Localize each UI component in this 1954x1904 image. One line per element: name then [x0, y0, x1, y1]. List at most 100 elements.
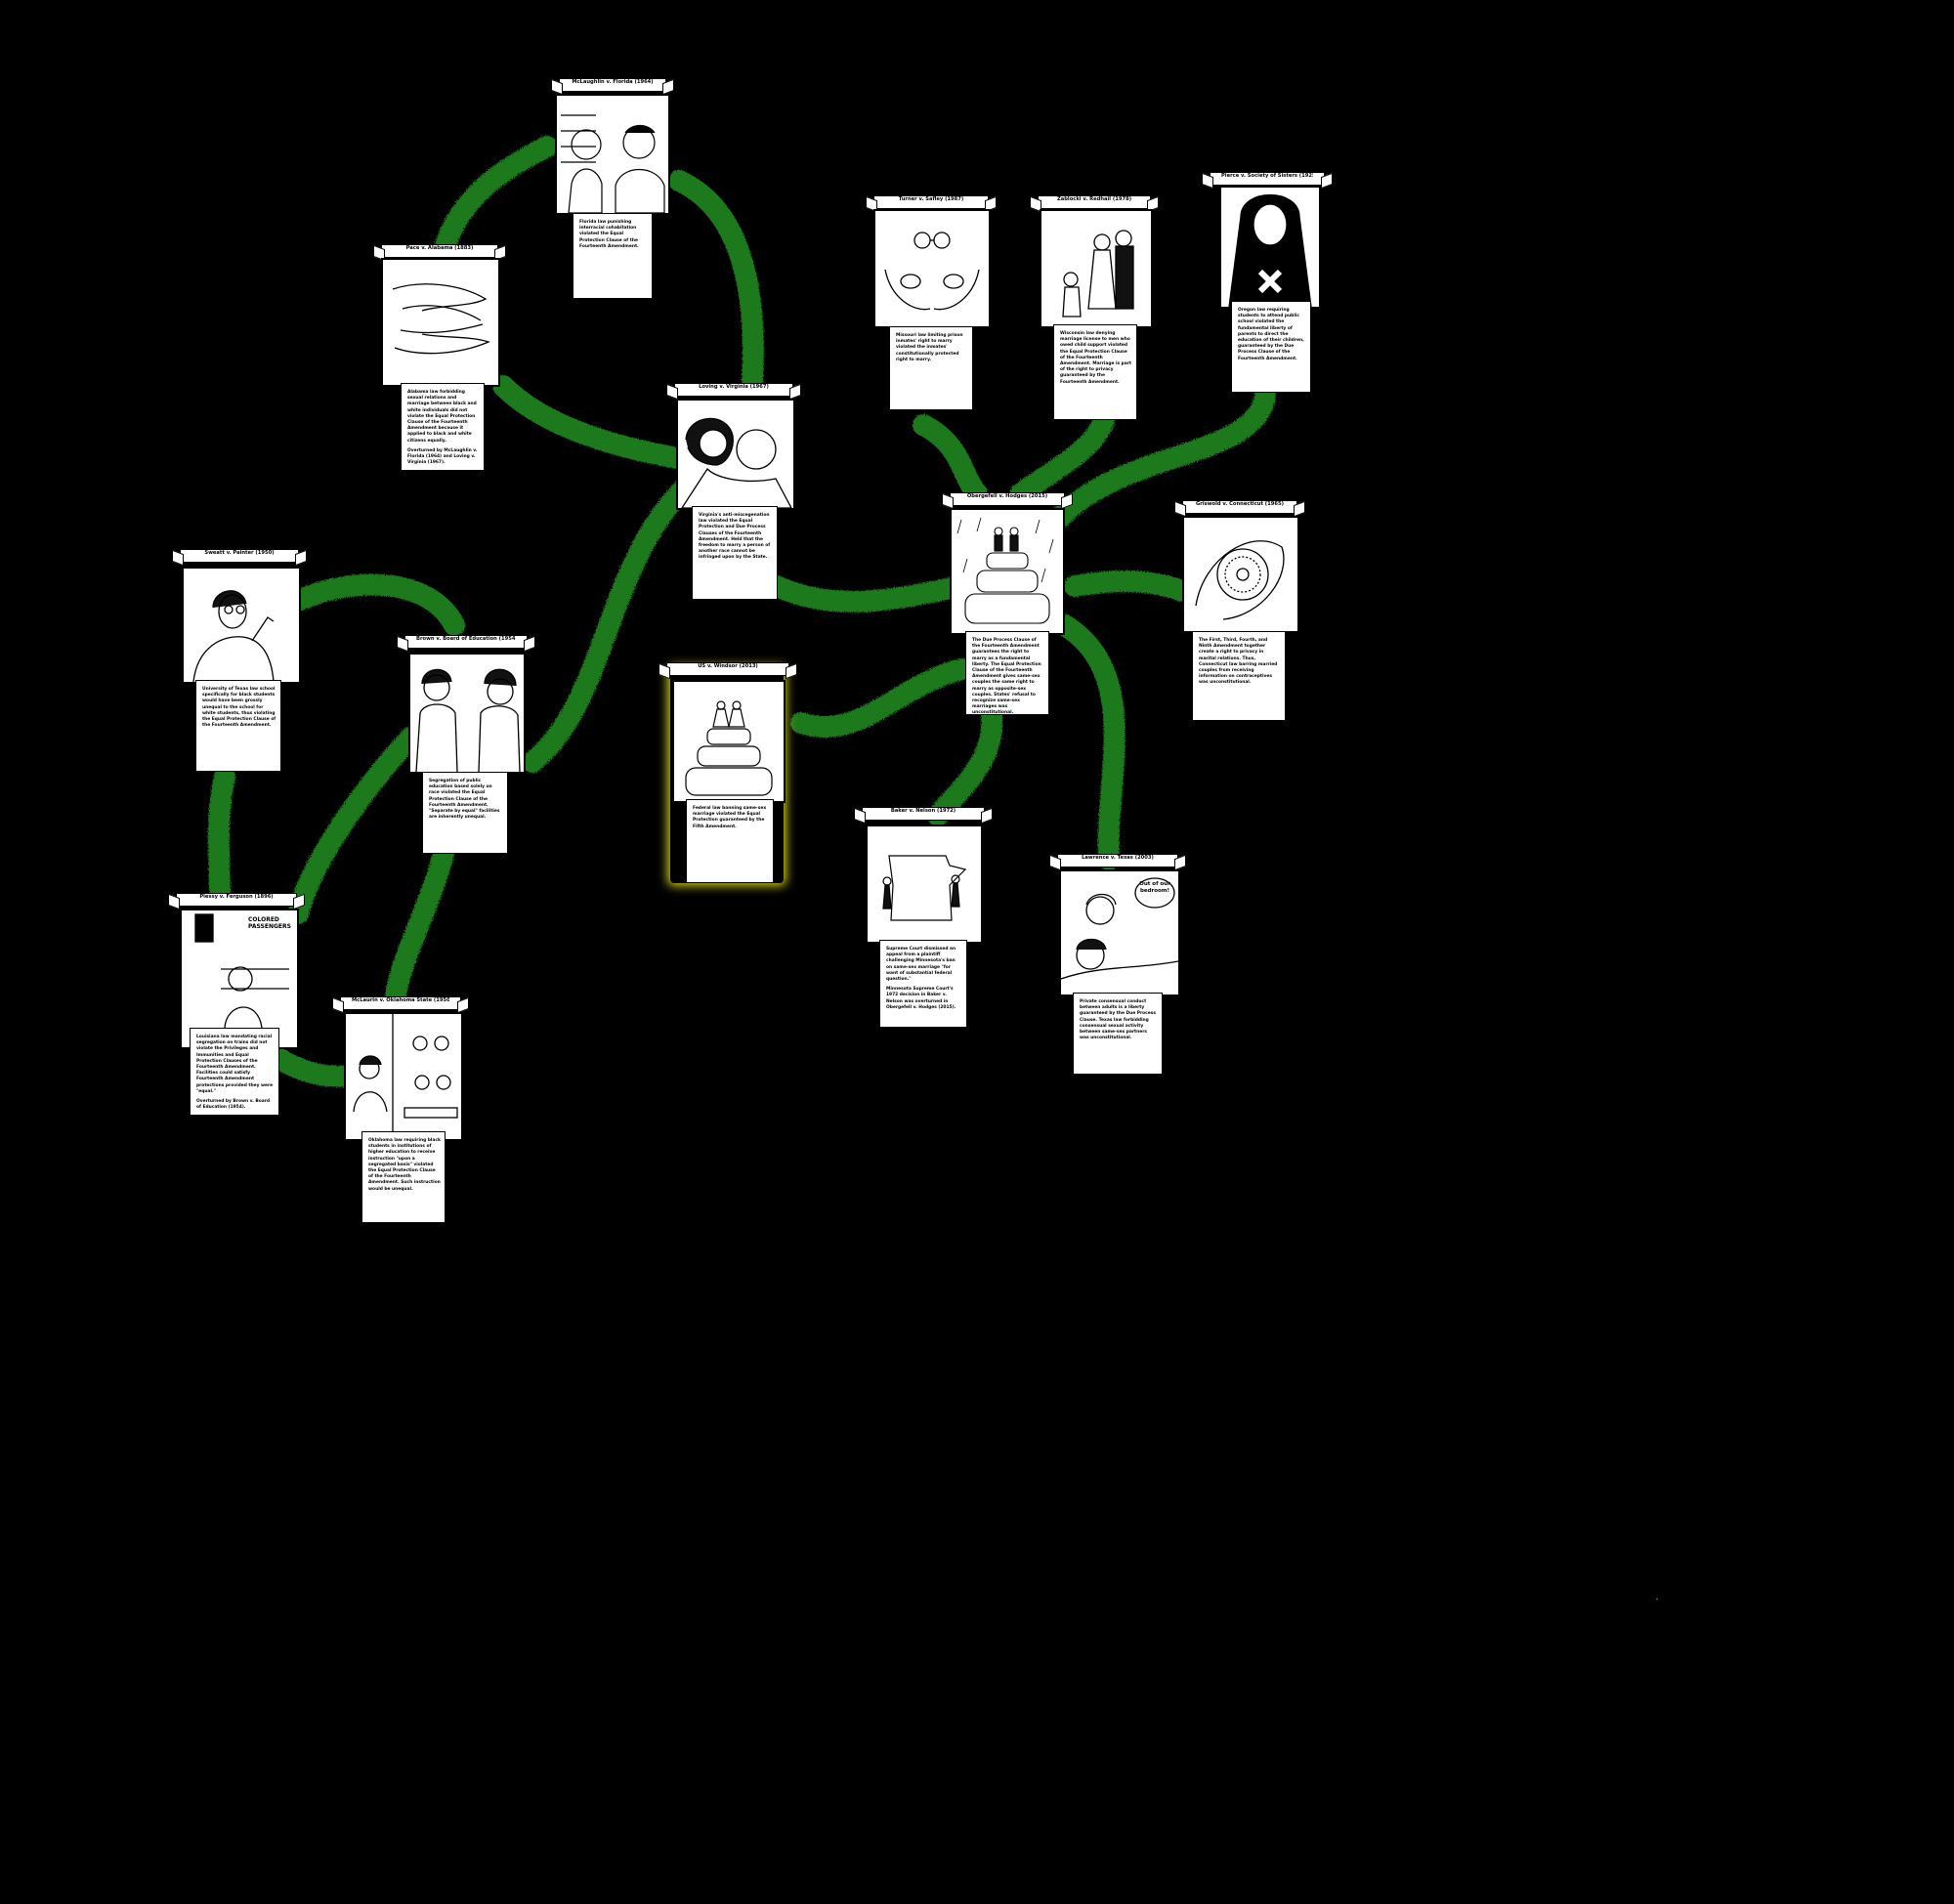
card-turner[interactable]: Turner v. Safley (1987) Missouri law lim…	[871, 191, 991, 414]
vine-mclaughlin-loving	[668, 170, 764, 392]
caption-line: Missouri law limiting prison inmates' ri…	[896, 333, 963, 362]
card-mclaurin[interactable]: McLaurin v. Oklahoma State (1950) Oklaho…	[338, 993, 463, 1223]
vine-griswold-obergefell	[1064, 571, 1193, 602]
card-loving[interactable]: Loving v. Virginia (1967) Virginia's ant…	[672, 379, 795, 602]
card-caption: Federal law banning same-sex marriage vi…	[686, 799, 774, 883]
card-caption: Private consensual conduct between adult…	[1073, 993, 1163, 1075]
card-pace[interactable]: Pace v. Alabama (1883) Alabama law forbi…	[379, 240, 500, 471]
card-banner: McLaughlin v. Florida (1964)	[559, 74, 666, 96]
caption-line: Wisconsin law denying marriage license t…	[1060, 331, 1131, 385]
card-banner: McLaurin v. Oklahoma State (1950)	[340, 993, 461, 1014]
vine-sweatt-brown	[287, 573, 465, 636]
card-banner: Loving v. Virginia (1967)	[674, 379, 793, 401]
vine-brown-plessy	[287, 727, 421, 924]
caption-line: Segregation of public education based so…	[429, 779, 500, 821]
caption-line: Federal law banning same-sex marriage vi…	[693, 806, 767, 829]
card-title: Loving v. Virginia (1967)	[699, 384, 769, 390]
vine-obergefell-lawrence	[1054, 614, 1126, 870]
speech-bubble-text: Out of our bedroom!	[1139, 881, 1170, 894]
nun-illustration	[1219, 186, 1321, 309]
vine-sweatt-plessy	[207, 766, 235, 905]
card-caption: Oregon law requiring students to attend …	[1231, 301, 1311, 393]
card-banner: Turner v. Safley (1987)	[873, 191, 989, 213]
wedding-couple-child-illustration	[1040, 209, 1153, 328]
vine-pierce-obergefell	[1049, 385, 1276, 529]
card-title: Griswold v. Connecticut (1965)	[1196, 501, 1284, 507]
caption-line: University of Texas law school specifica…	[202, 687, 276, 729]
card-banner: US v. Windsor (2013)	[666, 658, 789, 680]
minnesota-map-illustration	[866, 825, 983, 944]
caption-line: The First, Third, Fourth, and Ninth Amen…	[1199, 638, 1278, 686]
card-title: Pace v. Alabama (1883)	[405, 245, 474, 251]
caption-line: Alabama law forbidding sexual relations …	[407, 390, 477, 444]
caption-line: The Due Process Clause of the Fourteenth…	[972, 638, 1041, 716]
caption-line: Oregon law requiring students to attend …	[1238, 308, 1304, 361]
couple-in-bed-illustration: Out of our bedroom!	[1059, 869, 1180, 996]
card-caption: Wisconsin law denying marriage license t…	[1053, 324, 1137, 420]
card-caption: University of Texas law school specifica…	[195, 680, 281, 772]
mugshot-illustration	[555, 94, 670, 215]
card-title: McLaughlin v. Florida (1964)	[572, 79, 654, 85]
card-title: McLaurin v. Oklahoma State (1950)	[352, 997, 449, 1003]
caption-line: Virginia's anti-miscegenation law violat…	[699, 513, 771, 561]
card-title: Lawrence v. Texas (2003)	[1082, 855, 1154, 861]
handcuffed-hands-illustration	[873, 209, 991, 328]
clasped-hands-illustration	[381, 258, 500, 387]
vine-brown-mclaurin	[385, 839, 455, 1007]
wedding-cake-illustration	[672, 680, 786, 803]
segregated-classroom-illustration	[344, 1012, 463, 1141]
caption-line: Overturned by McLaughlin v. Florida (196…	[407, 447, 478, 466]
card-banner: Lawrence v. Texas (2003)	[1057, 850, 1178, 871]
card-sweatt[interactable]: Sweatt v. Painter (1950) University of T…	[180, 545, 301, 772]
pill-pack-hand-illustration	[1182, 516, 1299, 633]
vine-pace-mclaughlin	[434, 136, 558, 260]
caption-line: Louisiana law mandating racial segregati…	[196, 1035, 274, 1094]
card-title: Pierce v. Society of Sisters (1925)	[1221, 173, 1313, 179]
vine-obergefell-baker	[927, 702, 1003, 826]
card-plessy[interactable]: Plessy v. Ferguson (1896) COLORED PASSEN…	[174, 889, 299, 1116]
wedding-cake-rain-illustration	[950, 508, 1065, 635]
card-banner: Obergefell v. Hodges (2015)	[950, 488, 1065, 510]
caption-line: Minnesota Supreme Court's 1972 decision …	[886, 987, 956, 1010]
vine-zablocki-obergefell	[1010, 409, 1115, 504]
card-caption: Florida law punishing interracial cohabi…	[573, 213, 653, 299]
stray-mark	[1656, 1598, 1658, 1600]
card-baker[interactable]: Baker v. Nelson (1972) Supreme Court dis…	[862, 803, 985, 1028]
schoolchildren-illustration	[408, 653, 526, 774]
card-banner: Brown v. Board of Education (1954)	[404, 631, 528, 653]
caption-line: Overturned by Brown v. Board of Educatio…	[196, 1099, 271, 1111]
card-banner: Plessy v. Ferguson (1896)	[176, 889, 297, 910]
card-caption: Supreme Court dismissed an appeal from a…	[879, 940, 967, 1028]
card-title: Zablocki v. Redhail (1978)	[1056, 196, 1132, 202]
vine-loving-obergefell	[766, 575, 973, 613]
student-thinking-illustration	[182, 567, 301, 684]
card-title: Sweatt v. Painter (1950)	[204, 550, 275, 556]
caption-line: Oklahoma law requiring black students in…	[368, 1138, 441, 1192]
card-mclaughlin[interactable]: McLaughlin v. Florida (1964) Florida law…	[555, 74, 670, 299]
card-pierce[interactable]: Pierce v. Society of Sisters (1925) Oreg…	[1208, 168, 1327, 395]
caption-line: Private consensual conduct between adult…	[1080, 999, 1156, 1041]
couple-illustration	[676, 399, 795, 510]
card-griswold[interactable]: Griswold v. Connecticut (1965) The First…	[1180, 496, 1299, 721]
vine-pace-loving	[492, 375, 695, 470]
card-windsor[interactable]: US v. Windsor (2013) Federal law banning…	[666, 658, 789, 889]
card-title: Baker v. Nelson (1972)	[890, 808, 956, 814]
card-banner: Baker v. Nelson (1972)	[862, 803, 985, 825]
card-caption: Segregation of public education based so…	[422, 772, 508, 854]
card-caption: The Due Process Clause of the Fourteenth…	[965, 631, 1049, 715]
vine-group	[207, 136, 1276, 1087]
card-title: Plessy v. Ferguson (1896)	[199, 894, 274, 900]
card-caption: Louisiana law mandating racial segregati…	[190, 1028, 279, 1116]
card-banner: Sweatt v. Painter (1950)	[180, 545, 299, 567]
card-lawrence[interactable]: Lawrence v. Texas (2003) Out of our bedr…	[1055, 850, 1180, 1075]
card-banner: Zablocki v. Redhail (1978)	[1038, 191, 1151, 213]
card-obergefell[interactable]: Obergefell v. Hodges (2015) The Due Proc…	[950, 488, 1065, 715]
card-caption: The First, Third, Fourth, and Ninth Amen…	[1192, 631, 1286, 721]
colored-passengers-sign: COLORED PASSENGERS	[248, 916, 291, 930]
card-banner: Pace v. Alabama (1883)	[381, 240, 498, 262]
card-banner: Griswold v. Connecticut (1965)	[1182, 496, 1297, 518]
card-zablocki[interactable]: Zablocki v. Redhail (1978) Wisconsin law…	[1036, 191, 1153, 420]
card-brown[interactable]: Brown v. Board of Education (1954) Segre…	[404, 631, 528, 854]
